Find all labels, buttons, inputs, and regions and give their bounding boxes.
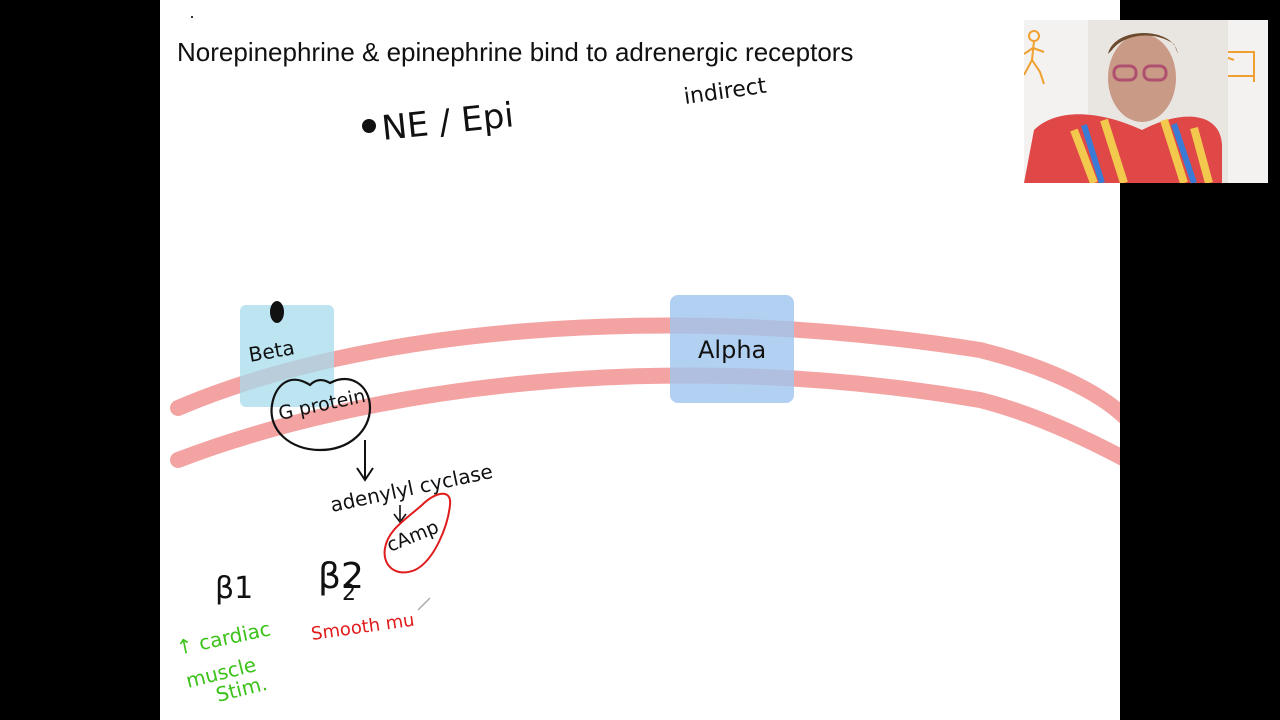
bullet-dot — [362, 119, 376, 133]
presenter-video — [1024, 20, 1228, 183]
adenylyl-cyclase-label: adenylyl cyclase — [328, 459, 495, 517]
ligand-dot — [270, 301, 284, 323]
arrow-to-camp — [393, 505, 407, 524]
camp-circle — [383, 492, 452, 574]
beta1-label: β1 — [215, 571, 253, 606]
ne-epi-label: NE / Epi — [380, 95, 516, 149]
running-figure-icon — [1024, 30, 1045, 85]
alpha-receptor-box — [670, 295, 794, 403]
indirect-label: indirect — [682, 74, 768, 110]
stray-dot — [191, 16, 193, 18]
beta2-subscript: 2 — [342, 581, 356, 606]
g-protein-outline — [270, 377, 372, 452]
beta2-label: β2 — [318, 556, 364, 597]
beta-receptor-box — [240, 305, 334, 407]
slide-canvas: Norepinephrine & epinephrine bind to adr… — [160, 0, 1120, 720]
arrow-to-cyclase — [356, 440, 374, 482]
cardiac-line-1: ↑ cardiac — [174, 617, 273, 660]
drawing-layer: NE / Epi indirect Beta G protein adenyly… — [170, 74, 1120, 707]
smooth-muscle-label: Smooth mu — [310, 610, 416, 645]
webcam-overlay — [1024, 20, 1268, 183]
alpha-receptor-label: Alpha — [698, 336, 766, 364]
pen-cursor-icon — [417, 597, 431, 611]
slide-title: Norepinephrine & epinephrine bind to adr… — [177, 37, 854, 67]
